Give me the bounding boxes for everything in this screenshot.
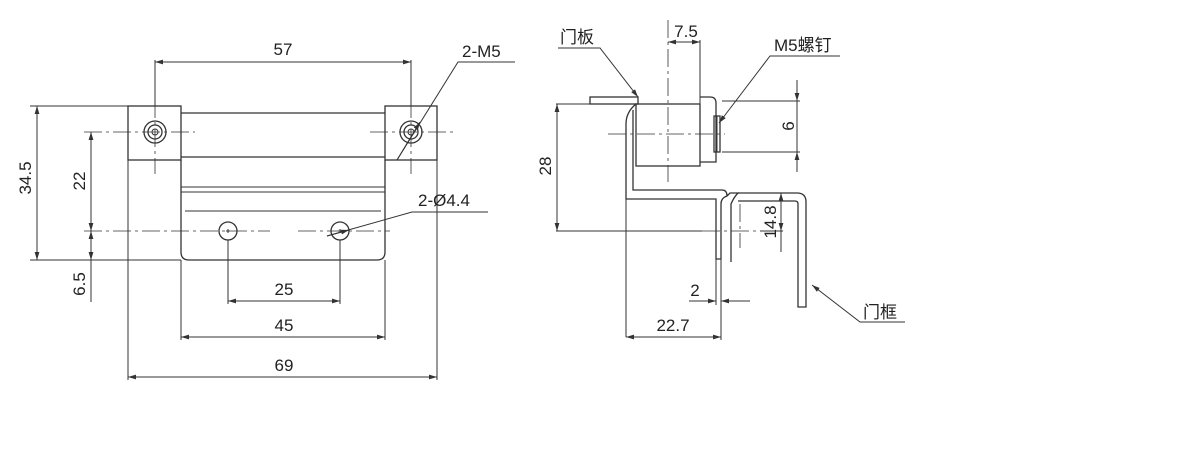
left-leaf — [127, 105, 182, 161]
label-m5-screw: M5螺钉 — [774, 36, 832, 55]
dim-25: 25 — [275, 280, 294, 299]
dim-28: 28 — [536, 157, 555, 176]
hinge-plate — [180, 160, 386, 261]
label-door-panel: 门板 — [560, 28, 594, 47]
side-view: 7.5 6 28 14.8 2 22.7 门板 M5螺钉 门框 — [536, 20, 905, 340]
dim-6: 6 — [779, 121, 798, 130]
dim-69: 69 — [275, 356, 294, 375]
door-frame — [738, 192, 807, 308]
label-2-m5: 2-M5 — [462, 42, 501, 61]
hinge-bracket-profile — [625, 103, 740, 262]
dim-6-5: 6.5 — [70, 272, 89, 296]
dim-22: 22 — [70, 172, 89, 191]
dim-34-5: 34.5 — [16, 161, 35, 194]
front-view: 57 25 45 69 34.5 22 6.5 2-M5 2-Ø4.4 — [16, 40, 515, 380]
dim-57: 57 — [274, 40, 293, 59]
dim-2: 2 — [690, 281, 699, 300]
label-door-frame: 门框 — [863, 303, 897, 322]
dim-22-7: 22.7 — [656, 316, 689, 335]
dim-7-5: 7.5 — [674, 22, 698, 41]
label-2-dia-4-4: 2-Ø4.4 — [418, 191, 470, 210]
dim-45: 45 — [275, 316, 294, 335]
dim-14-8: 14.8 — [761, 205, 780, 238]
door-panel — [589, 96, 639, 105]
